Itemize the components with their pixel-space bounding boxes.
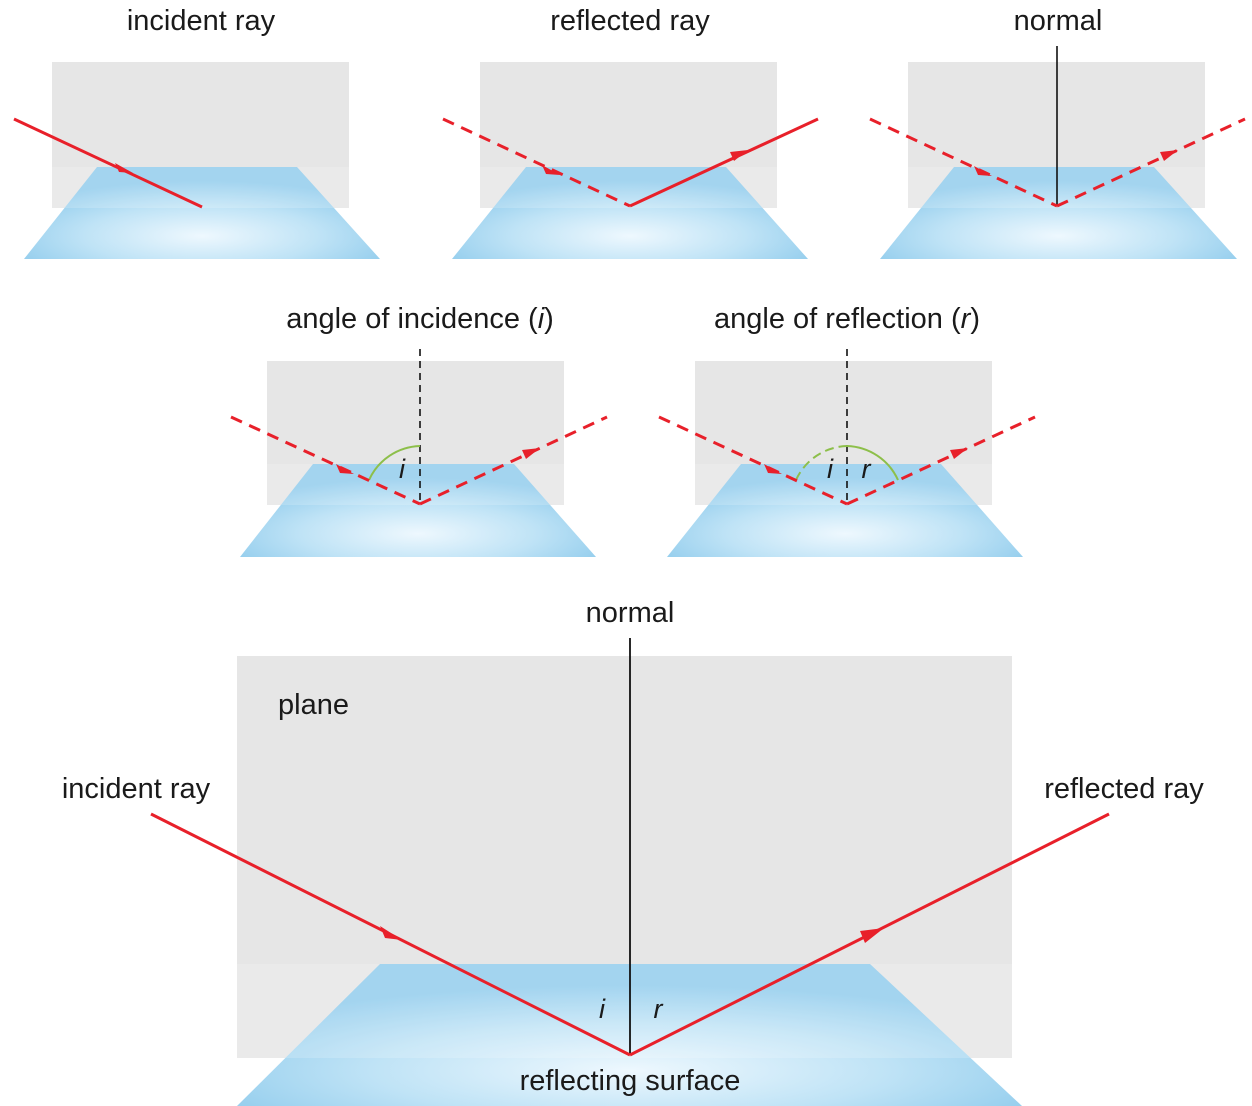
ray-arrow	[974, 166, 992, 176]
ray-arrow	[115, 163, 133, 173]
angle-arc-incidence	[795, 445, 848, 481]
incident-ray-dashed	[230, 415, 421, 506]
panel-incident-title: incident ray	[127, 5, 276, 37]
plane-overlap	[695, 464, 992, 505]
panel-angle-of-incidence: angle of incidence (i) i	[230, 303, 608, 557]
ray-arrow	[950, 448, 968, 459]
panel-angle-incidence-title: angle of incidence (i)	[286, 303, 554, 335]
panel-normal-title: normal	[1014, 5, 1103, 37]
reflected-ray-dashed	[1056, 117, 1246, 208]
ray-arrow	[522, 448, 540, 459]
incident-ray-dashed	[869, 117, 1058, 208]
ray-arrow	[542, 165, 560, 175]
reflecting-surface	[452, 167, 808, 259]
angle-i-label: i	[827, 454, 834, 484]
plane-overlap	[267, 464, 564, 505]
angle-arc	[368, 445, 421, 481]
angle-arc-reflection	[846, 445, 899, 481]
reflecting-surface	[24, 167, 380, 259]
angle-i-label: i	[599, 994, 606, 1024]
main-normal-label: normal	[586, 597, 675, 629]
reflected-ray-label: reflected ray	[1044, 773, 1204, 805]
reflecting-surface	[667, 464, 1023, 557]
ray-arrow	[336, 464, 354, 474]
panel-normal: normal	[869, 5, 1246, 259]
incident-ray-dashed	[658, 415, 848, 506]
angle-i-label: i	[399, 454, 406, 484]
panel-angle-reflection-title: angle of reflection (r)	[714, 303, 980, 335]
plane-overlap	[52, 167, 349, 208]
plane-overlap	[480, 167, 777, 208]
angle-r-label: r	[654, 994, 664, 1024]
incident-ray-label: incident ray	[62, 773, 211, 805]
reflecting-surface-label: reflecting surface	[520, 1065, 741, 1097]
reflected-ray-dashed	[846, 415, 1036, 506]
reflecting-surface	[240, 464, 596, 557]
incident-ray	[13, 117, 203, 209]
panel-reflected-title: reflected ray	[550, 5, 710, 37]
main-reflection-diagram: normal plane incident ray reflected ray …	[62, 597, 1204, 1106]
plane-overlap	[237, 964, 1012, 1058]
ray-arrow	[730, 150, 748, 161]
reflected-ray	[629, 117, 819, 208]
ray-arrow	[860, 928, 884, 943]
reflected-ray-dashed	[419, 415, 608, 506]
reflecting-surface	[880, 167, 1237, 259]
ray-arrow	[380, 926, 402, 940]
ray-arrow	[1160, 150, 1178, 161]
incident-ray-dashed	[442, 117, 631, 208]
angle-r-label: r	[862, 454, 872, 484]
panel-incident-ray: incident ray	[13, 5, 380, 259]
ray-arrow	[764, 464, 782, 474]
panel-angle-of-reflection: angle of reflection (r) i r	[658, 303, 1036, 557]
panel-reflected-ray: reflected ray	[442, 5, 819, 259]
plane-label: plane	[278, 689, 349, 721]
